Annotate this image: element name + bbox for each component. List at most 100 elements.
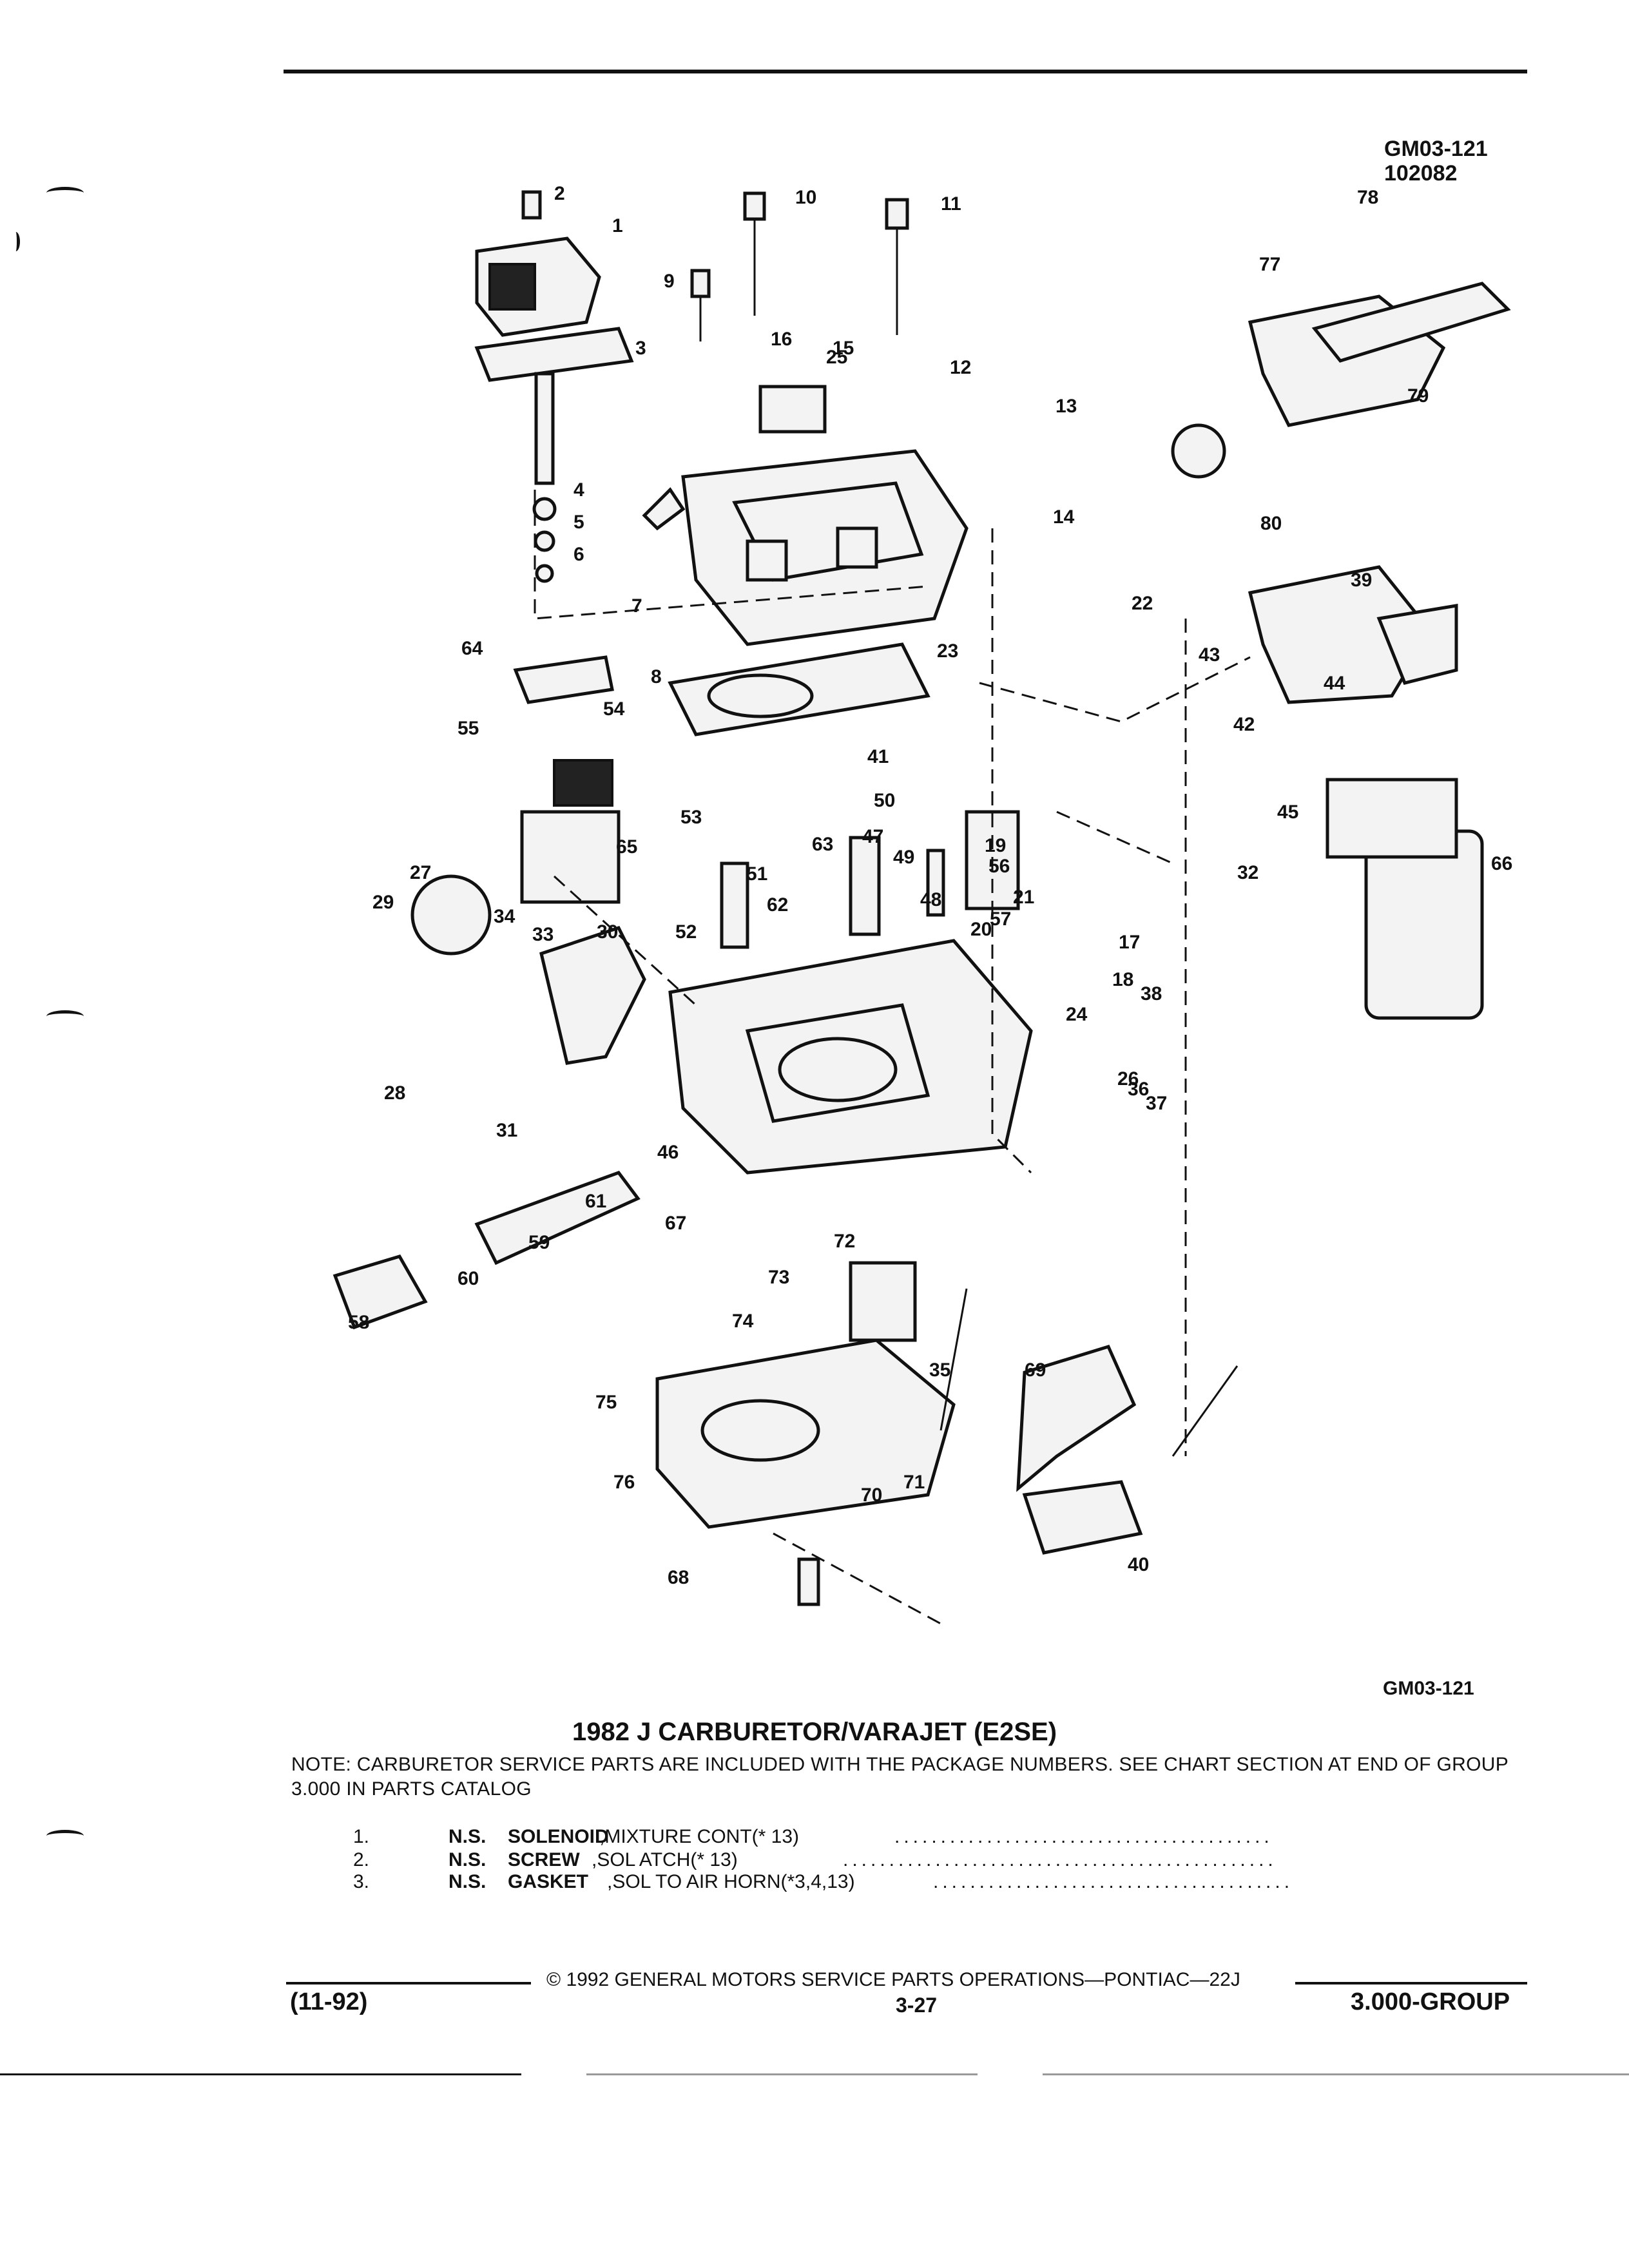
callout-label: 68 bbox=[668, 1567, 689, 1588]
callout-label: 20 bbox=[970, 919, 992, 940]
callout-label: 5 bbox=[574, 512, 584, 533]
callout-label: 43 bbox=[1199, 644, 1220, 666]
part-number: 1. bbox=[353, 1826, 370, 1847]
callout-label: 23 bbox=[937, 640, 958, 662]
footer-date: (11-92) bbox=[290, 1988, 368, 2015]
part-number: 3. bbox=[353, 1871, 370, 1892]
leader-dots: ....................................... bbox=[933, 1871, 1294, 1892]
callout-label: 28 bbox=[384, 1082, 405, 1104]
callout-label: 48 bbox=[920, 889, 941, 910]
callout-label: 56 bbox=[988, 856, 1010, 877]
callout-label: 80 bbox=[1260, 513, 1282, 534]
footer-group: 3.000-GROUP bbox=[1351, 1988, 1510, 2015]
callout-label: 30 bbox=[597, 921, 618, 943]
callout-label: 39 bbox=[1351, 570, 1372, 591]
callout-label: 75 bbox=[595, 1392, 617, 1413]
callout-label: 49 bbox=[893, 847, 914, 868]
adjust-screw-parts bbox=[333, 1171, 641, 1330]
callout-label: 41 bbox=[867, 746, 889, 767]
callout-label: 18 bbox=[1112, 969, 1133, 990]
callout-label: 4 bbox=[574, 479, 584, 501]
part-name: SCREW bbox=[508, 1849, 580, 1870]
throttle-lever-parts bbox=[940, 1288, 1239, 1555]
part-ns: N.S. bbox=[448, 1849, 487, 1870]
page-title: 1982 J CARBURETOR/VARAJET (E2SE) bbox=[572, 1718, 1057, 1746]
callout-label: 19 bbox=[985, 835, 1006, 856]
callout-label: 37 bbox=[1146, 1093, 1167, 1114]
diagram-footer-code: GM03-121 bbox=[1383, 1678, 1474, 1699]
callout-label: 47 bbox=[862, 826, 883, 847]
footer-rule-right bbox=[1295, 1982, 1527, 1984]
margin-mark bbox=[46, 1830, 84, 1842]
callout-label: 9 bbox=[664, 271, 675, 292]
callout-label: 62 bbox=[767, 894, 788, 916]
callout-label: 3 bbox=[635, 338, 646, 359]
callout-label: 31 bbox=[496, 1120, 517, 1141]
part-desc: ,MIXTURE CONT(* 13) bbox=[599, 1826, 800, 1847]
air-horn-part bbox=[642, 449, 969, 646]
callout-label: 50 bbox=[874, 790, 895, 811]
callout-label: 53 bbox=[680, 807, 702, 828]
callout-label: 44 bbox=[1324, 673, 1345, 694]
part-number: 2. bbox=[353, 1849, 370, 1870]
callout-label: 10 bbox=[795, 187, 816, 208]
callout-label: 13 bbox=[1055, 396, 1077, 417]
callout-label: 7 bbox=[631, 595, 642, 617]
callout-label: 8 bbox=[651, 666, 662, 687]
part-desc: ,SOL TO AIR HORN(*3,4,13) bbox=[607, 1871, 855, 1892]
callout-label: 29 bbox=[372, 892, 394, 913]
top-rule bbox=[284, 70, 1527, 73]
callout-label: 40 bbox=[1128, 1554, 1149, 1575]
callout-labels: 2 1 3 4 5 6 7 8 9 10 11 12 13 14 15 16 1… bbox=[348, 183, 1512, 1588]
screw-parts bbox=[521, 190, 909, 434]
callout-label: 14 bbox=[1053, 506, 1075, 528]
callout-label: 36 bbox=[1128, 1079, 1149, 1100]
note-text: NOTE: CARBURETOR SERVICE PARTS ARE INCLU… bbox=[291, 1754, 1509, 1800]
callout-label: 55 bbox=[458, 718, 479, 739]
callout-label: 34 bbox=[494, 906, 516, 927]
callout-label: 32 bbox=[1237, 862, 1258, 883]
callout-label: 51 bbox=[746, 863, 767, 885]
callout-label: 52 bbox=[675, 921, 697, 943]
callout-label: 35 bbox=[929, 1360, 950, 1381]
callout-label: 73 bbox=[768, 1267, 789, 1288]
margin-mark bbox=[12, 232, 20, 251]
choke-housing-part bbox=[1171, 282, 1511, 1020]
callout-label: 59 bbox=[528, 1232, 550, 1253]
margin-mark bbox=[46, 187, 84, 199]
part-desc: ,SOL ATCH(* 13) bbox=[592, 1849, 738, 1870]
solenoid-part bbox=[474, 236, 634, 583]
callout-label: 42 bbox=[1233, 714, 1255, 735]
part-ns: N.S. bbox=[448, 1871, 487, 1892]
footer-copyright: © 1992 GENERAL MOTORS SERVICE PARTS OPER… bbox=[546, 1969, 1240, 1990]
callout-label: 72 bbox=[834, 1231, 855, 1252]
header-code: GM03-121 bbox=[1384, 137, 1488, 161]
callout-label: 46 bbox=[657, 1142, 679, 1163]
callout-label: 21 bbox=[1013, 887, 1034, 908]
callout-label: 58 bbox=[348, 1312, 369, 1333]
callout-label: 66 bbox=[1491, 853, 1512, 874]
callout-label: 77 bbox=[1259, 254, 1280, 275]
callout-label: 79 bbox=[1407, 385, 1429, 407]
callout-label: 11 bbox=[941, 193, 961, 215]
part-ns: N.S. bbox=[448, 1826, 487, 1847]
scan-line bbox=[0, 2073, 1629, 2075]
callout-label: 74 bbox=[732, 1311, 754, 1332]
header-number: 102082 bbox=[1384, 161, 1458, 186]
callout-label: 76 bbox=[613, 1472, 635, 1493]
callout-label: 70 bbox=[861, 1485, 882, 1506]
callout-label: 54 bbox=[603, 698, 625, 720]
callout-label: 2 bbox=[554, 183, 565, 204]
pump-parts bbox=[410, 655, 646, 1065]
callout-label: 15 bbox=[833, 338, 854, 359]
callout-label: 65 bbox=[616, 836, 637, 858]
footer-page-number: 3-27 bbox=[896, 1994, 938, 2017]
callout-label: 60 bbox=[458, 1268, 479, 1289]
gasket-part bbox=[668, 642, 930, 736]
callout-label: 57 bbox=[990, 908, 1011, 930]
carburetor-exploded-diagram: 2 1 3 4 5 6 7 8 9 10 11 12 13 14 15 16 1… bbox=[333, 183, 1512, 1625]
callout-label: 1 bbox=[612, 215, 623, 236]
callout-label: 63 bbox=[812, 834, 833, 855]
callout-label: 25 bbox=[826, 347, 847, 368]
callout-label: 6 bbox=[574, 544, 584, 565]
